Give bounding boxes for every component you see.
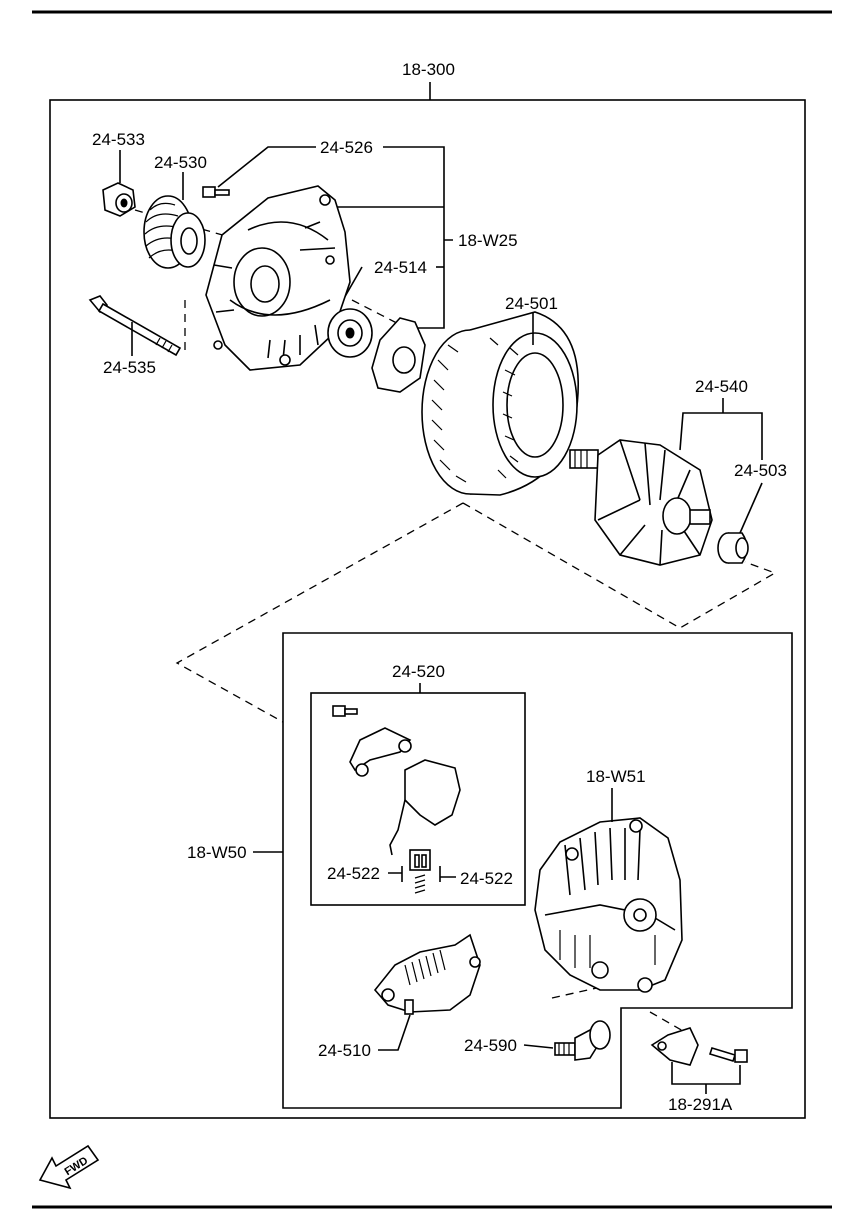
stator-part bbox=[421, 311, 579, 496]
label-nut: 24-533 bbox=[92, 130, 145, 149]
label-brush-left: 24-522 bbox=[327, 864, 380, 883]
label-bolt-small: 24-526 bbox=[320, 138, 373, 157]
label-brush-holder: 24-520 bbox=[392, 662, 445, 681]
terminal-part bbox=[554, 1020, 611, 1061]
label-rotor: 24-540 bbox=[695, 377, 748, 396]
rectifier-leader bbox=[378, 1014, 411, 1051]
rectifier-part bbox=[373, 933, 481, 1015]
label-front-housing: 18-W25 bbox=[458, 231, 518, 250]
small-bolt-leader bbox=[217, 146, 316, 188]
label-stator: 24-501 bbox=[505, 294, 558, 313]
dashed-guide-bracket bbox=[649, 1011, 691, 1036]
label-bearing: 24-514 bbox=[374, 258, 427, 277]
retainer-plate-part bbox=[371, 317, 426, 393]
bracket-leader bbox=[671, 1062, 741, 1094]
rear-bearing-part bbox=[717, 532, 749, 564]
nut-part bbox=[102, 182, 136, 217]
rear-bearing-leader bbox=[739, 482, 763, 534]
label-brush-right: 24-522 bbox=[460, 869, 513, 888]
fwd-arrow-icon: FWD bbox=[38, 1144, 100, 1190]
through-bolt-part bbox=[88, 295, 182, 357]
dashed-guide-center bbox=[175, 502, 777, 723]
label-pulley: 24-530 bbox=[154, 153, 207, 172]
label-through-bolt: 24-535 bbox=[103, 358, 156, 377]
label-assembly: 18-300 bbox=[402, 60, 455, 79]
pulley-part bbox=[143, 195, 206, 269]
label-rear-assembly: 18-W50 bbox=[187, 843, 247, 862]
label-rectifier: 24-510 bbox=[318, 1041, 371, 1060]
label-terminal: 24-590 bbox=[464, 1036, 517, 1055]
rotor-part bbox=[569, 439, 713, 566]
brush-holder-frame bbox=[310, 692, 526, 906]
front-housing-bracket bbox=[330, 146, 453, 329]
terminal-leader bbox=[523, 1044, 554, 1049]
bracket-part bbox=[650, 1027, 748, 1066]
label-rear-bearing: 24-503 bbox=[734, 461, 787, 480]
label-rear-housing: 18-W51 bbox=[586, 767, 646, 786]
label-bracket: 18-291A bbox=[668, 1095, 733, 1114]
brush-left-leader bbox=[388, 866, 403, 882]
brush-right-leader bbox=[439, 866, 456, 882]
front-housing-part bbox=[205, 185, 351, 371]
rear-housing-part bbox=[534, 817, 683, 993]
small-bolt-part bbox=[202, 186, 230, 198]
rotor-bracket bbox=[679, 412, 763, 460]
bearing-part bbox=[327, 308, 373, 358]
brush-holder-part bbox=[332, 705, 461, 894]
rear-assembly-frame bbox=[282, 632, 793, 1109]
assembly-frame bbox=[49, 99, 806, 1119]
